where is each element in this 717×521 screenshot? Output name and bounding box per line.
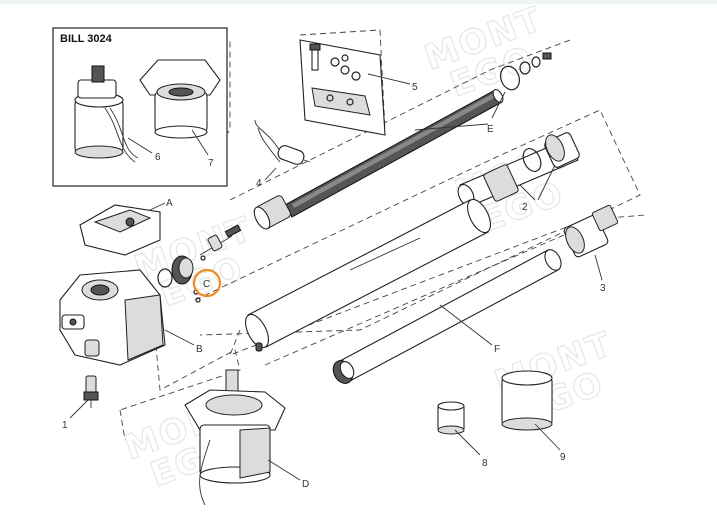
worm-screw-shaft [253, 89, 504, 230]
callout-F: F [494, 344, 500, 355]
part-A-cover: A [79, 198, 173, 256]
callout-E: E [487, 124, 494, 135]
inset-title: BILL 3024 [60, 33, 113, 45]
callout-A: A [166, 198, 173, 209]
callout-B: B [196, 344, 203, 355]
callout-9: 9 [560, 452, 566, 463]
callout-C: C [203, 279, 210, 290]
inset-bill-3024: BILL 3024 6 7 [52, 27, 228, 187]
part-B-housing: B [59, 269, 263, 366]
part-E-rings-top: E [414, 52, 552, 135]
callout-2: 2 [522, 202, 528, 213]
callout-1: 1 [62, 420, 68, 431]
callout-7: 7 [208, 158, 214, 169]
part-D-motor: D [184, 369, 309, 506]
callout-D: D [302, 479, 309, 490]
part-1-sensor: 1 [62, 375, 99, 431]
part-5-bracket-kit: 5 [299, 39, 418, 136]
part-8-small-cap: 8 [437, 401, 488, 469]
callout-5: 5 [412, 82, 418, 93]
part-4-capacitor: 4 [254, 119, 311, 189]
callout-4: 4 [256, 178, 262, 189]
callout-8: 8 [482, 458, 488, 469]
part-7-gear-housing [139, 59, 221, 139]
highlight-circle [192, 268, 222, 298]
gear-and-pins [157, 224, 242, 303]
part-6-small-motor [74, 65, 139, 163]
part-2-outer-tube: 2 [457, 132, 580, 213]
callout-C-group: C [192, 268, 222, 298]
part-F-push-tube: F [332, 249, 562, 384]
top-border [0, 0, 717, 4]
callout-6: 6 [155, 152, 161, 163]
long-tube [245, 198, 491, 349]
part-9-large-cap: 9 [501, 370, 566, 463]
part-3-end-fitting: 3 [563, 204, 619, 294]
callout-3: 3 [600, 283, 606, 294]
